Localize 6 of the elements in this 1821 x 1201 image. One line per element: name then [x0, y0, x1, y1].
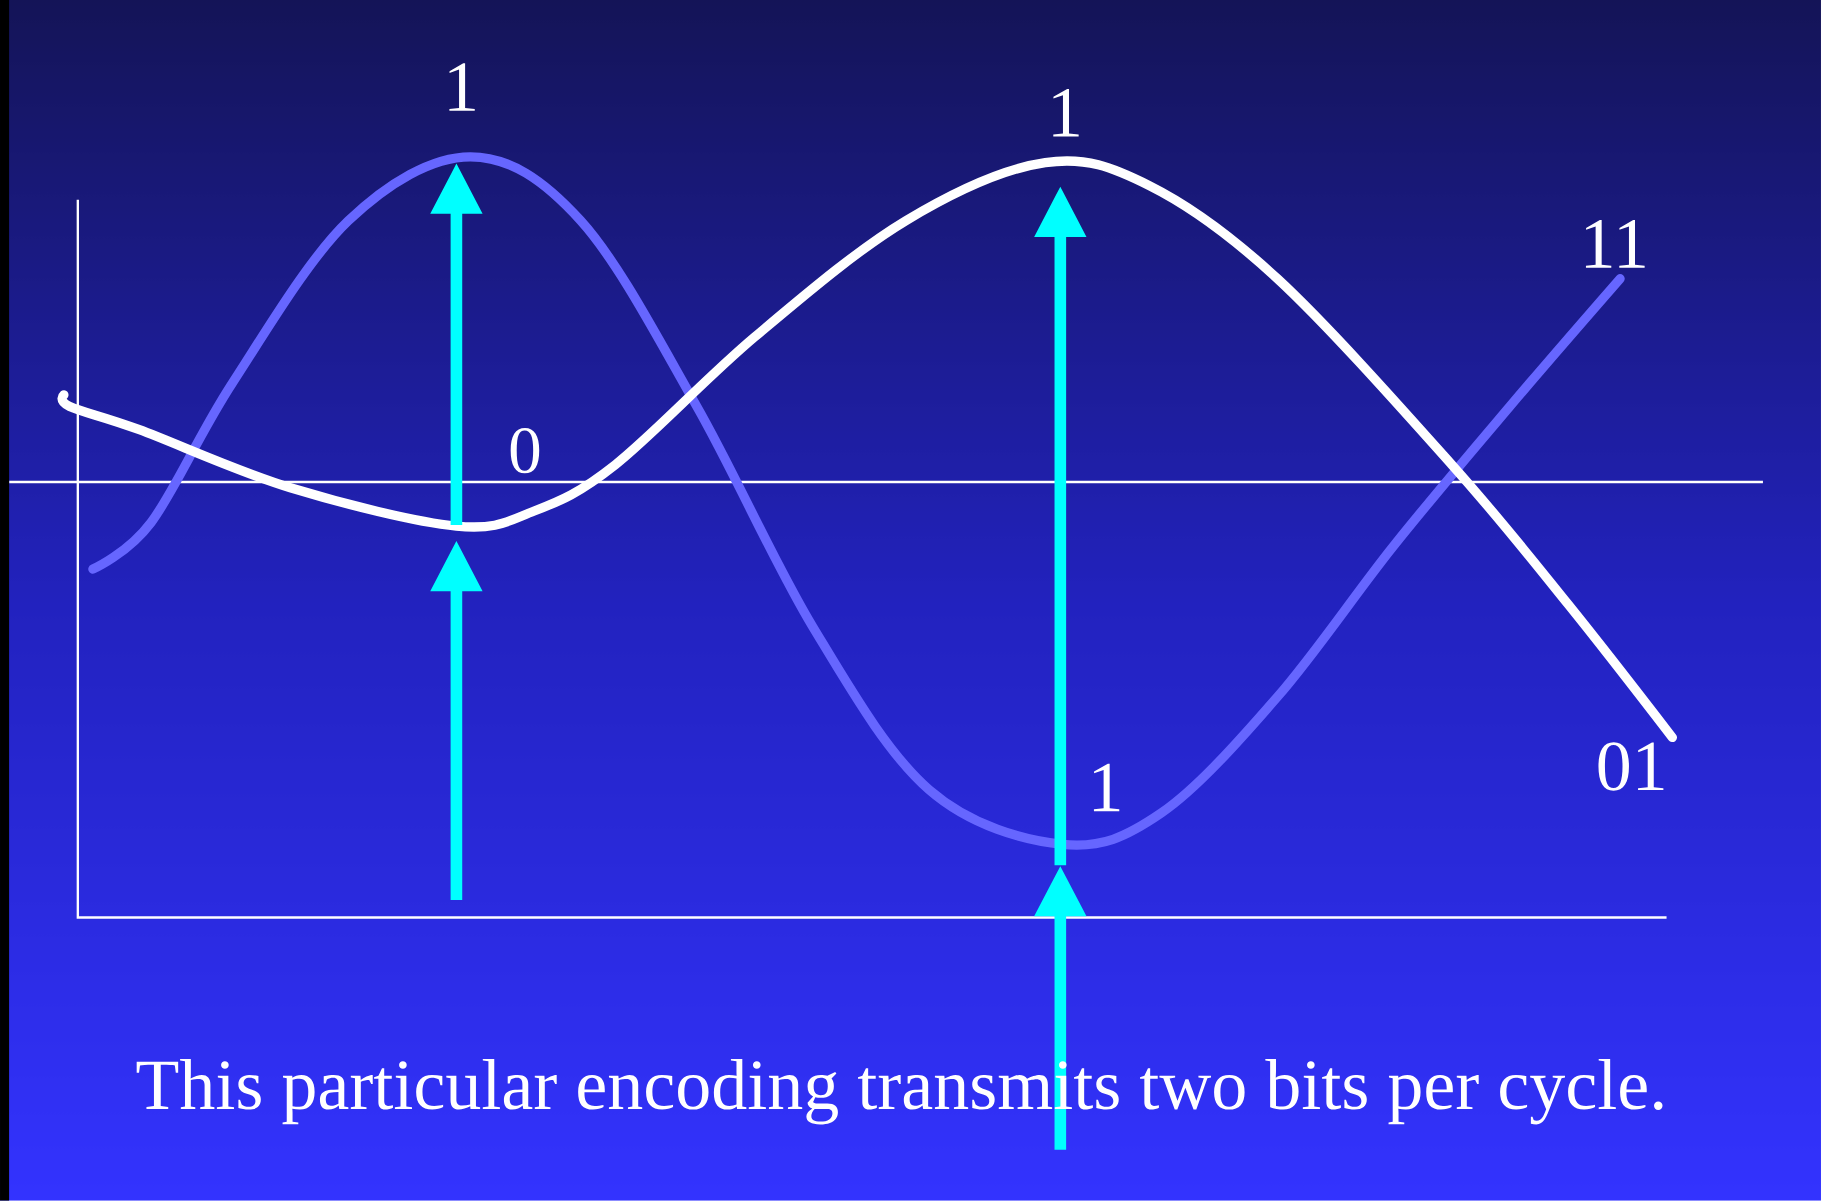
- bit-label: 0: [510, 427, 540, 474]
- bit-label: 1: [1093, 763, 1120, 812]
- bit-label: 1: [449, 63, 475, 111]
- bit-label: 01: [1598, 742, 1664, 791]
- bit-label: 11: [1585, 220, 1645, 268]
- bit-label: 1: [1053, 88, 1079, 137]
